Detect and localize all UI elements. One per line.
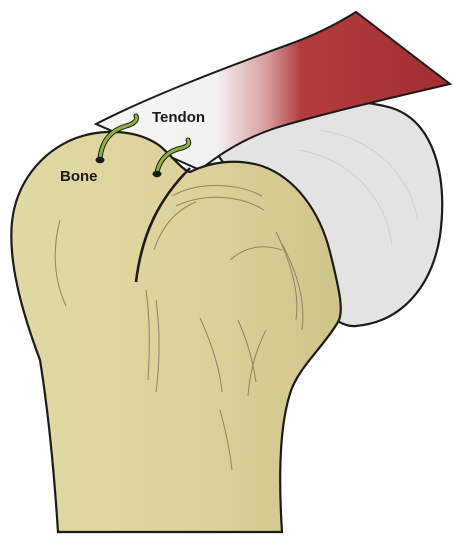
- tendon-label: Tendon: [152, 109, 205, 126]
- humerus-bone: [11, 132, 341, 532]
- bone-label: Bone: [60, 168, 98, 185]
